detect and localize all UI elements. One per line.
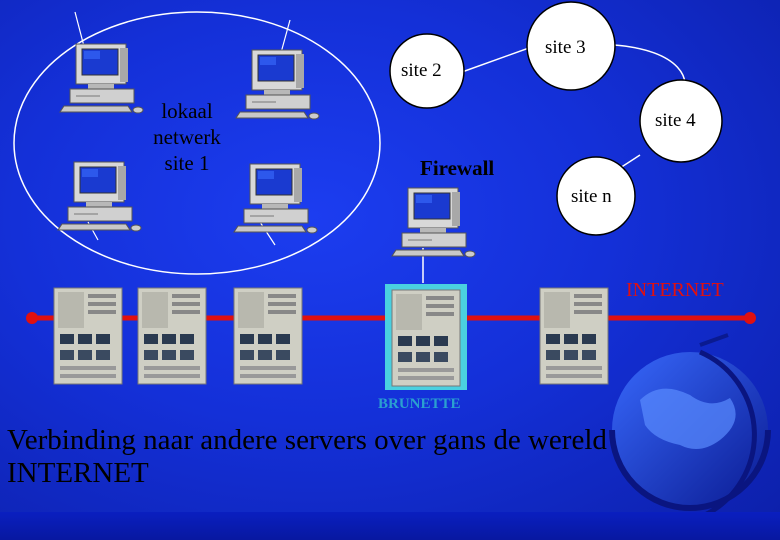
site-3-circle[interactable] — [526, 1, 616, 91]
lan-label-line1: lokaal — [161, 99, 213, 123]
caption-line1: Verbinding naar andere servers over gans… — [7, 424, 607, 456]
lan-label: lokaal netwerk site 1 — [142, 98, 232, 176]
firewall-label: Firewall — [420, 156, 495, 180]
server-icon[interactable] — [137, 287, 207, 385]
site-n-label: site n — [571, 186, 612, 207]
site-2-label: site 2 — [401, 60, 442, 81]
internet-line-endpoint-right — [744, 312, 756, 324]
lan-pc-icon[interactable] — [233, 163, 318, 234]
site-4-label: site 4 — [655, 110, 696, 131]
site-n-circle[interactable] — [556, 156, 636, 236]
server-icon[interactable] — [53, 287, 123, 385]
internet-label: INTERNET — [626, 279, 724, 301]
lan-pc-icon[interactable] — [57, 161, 142, 232]
brunette-server-icon[interactable] — [391, 289, 461, 387]
internet-line-endpoint-left — [26, 312, 38, 324]
lan-label-line2: netwerk — [153, 125, 221, 149]
caption: Verbinding naar andere servers over gans… — [7, 424, 607, 490]
site-2-circle[interactable] — [389, 33, 465, 109]
site-4-circle[interactable] — [639, 79, 723, 163]
lan-pc-icon[interactable] — [235, 49, 320, 120]
caption-line2: INTERNET — [7, 457, 149, 489]
firewall-pc-icon[interactable] — [391, 187, 476, 258]
lan-pc-icon[interactable] — [59, 43, 144, 114]
globe-icon — [609, 333, 771, 518]
server-icon[interactable] — [233, 287, 303, 385]
lan-label-line3: site 1 — [164, 151, 210, 175]
server-icon[interactable] — [539, 287, 609, 385]
lan-ellipse — [13, 11, 381, 275]
brunette-label: BRUNETTE — [378, 396, 461, 412]
site-3-label: site 3 — [545, 37, 586, 58]
bottom-bar — [0, 512, 780, 540]
